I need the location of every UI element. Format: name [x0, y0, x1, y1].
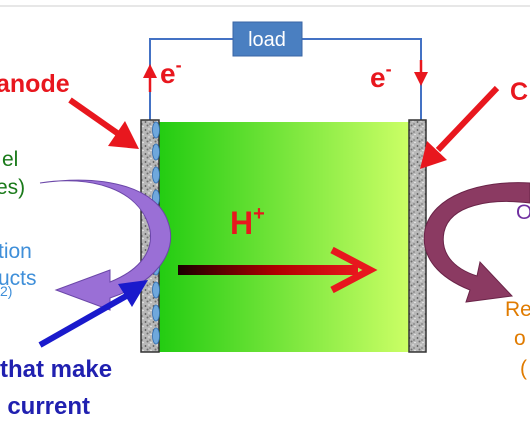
catalyst-label-line2: l current [0, 393, 90, 420]
fuel-label-line1: el [2, 148, 18, 171]
products-label-line3: 2) [0, 283, 12, 299]
load-label: load [248, 29, 286, 51]
fuel-flow-arrow [39, 179, 172, 311]
catalyst-label-line1: that make [0, 356, 112, 383]
products-label-line2: ucts [0, 267, 37, 290]
electron-up-arrow [143, 64, 157, 92]
proton-flow-arrow [178, 246, 378, 294]
anode-label: anode [0, 70, 70, 98]
cathode-electrode [408, 119, 427, 353]
cathode-pointer-arrow [420, 85, 500, 169]
right-products-line1: Re [505, 298, 530, 321]
electron-label-left: e- [160, 55, 182, 89]
electron-down-arrow [414, 60, 428, 86]
oxidant-flow-arrow [423, 182, 530, 303]
cathode-label: C [510, 78, 528, 106]
oxidant-label: O [516, 201, 530, 224]
products-label-line1: tion [0, 240, 32, 263]
anode-pointer-arrow [68, 97, 139, 149]
electrolyte [158, 122, 410, 352]
electron-label-right: e- [370, 59, 392, 93]
ion-label: H+ [230, 203, 265, 241]
right-products-line3: ( [520, 357, 527, 380]
fuel-label-line2: es) [0, 176, 25, 199]
right-products-line2: o [514, 327, 526, 350]
load-box [232, 21, 303, 57]
catalyst-pointer-arrow [38, 280, 148, 348]
